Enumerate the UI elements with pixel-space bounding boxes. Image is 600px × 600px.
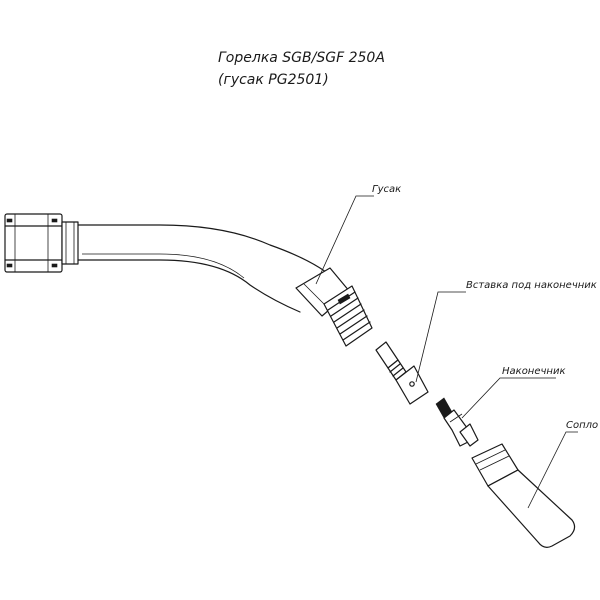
label-tip: Наконечник <box>502 366 565 377</box>
contact-tip <box>435 397 479 447</box>
leader-gooseneck <box>315 195 374 285</box>
label-insert: Вставка под наконечник <box>466 280 597 291</box>
leader-tip <box>461 377 556 419</box>
label-gooseneck: Гусак <box>372 184 401 195</box>
handle-nut <box>4 213 79 273</box>
tip-insert <box>375 341 429 405</box>
gooseneck-thread <box>323 285 373 347</box>
gooseneck-tube <box>77 224 351 317</box>
title-line-2: (гусак PG2501) <box>218 72 329 88</box>
leader-nozzle <box>527 431 578 509</box>
nozzle <box>471 443 576 548</box>
label-nozzle: Сопло <box>566 420 598 431</box>
title-line-1: Горелка SGB/SGF 250A <box>218 50 385 66</box>
leader-insert <box>415 291 466 383</box>
